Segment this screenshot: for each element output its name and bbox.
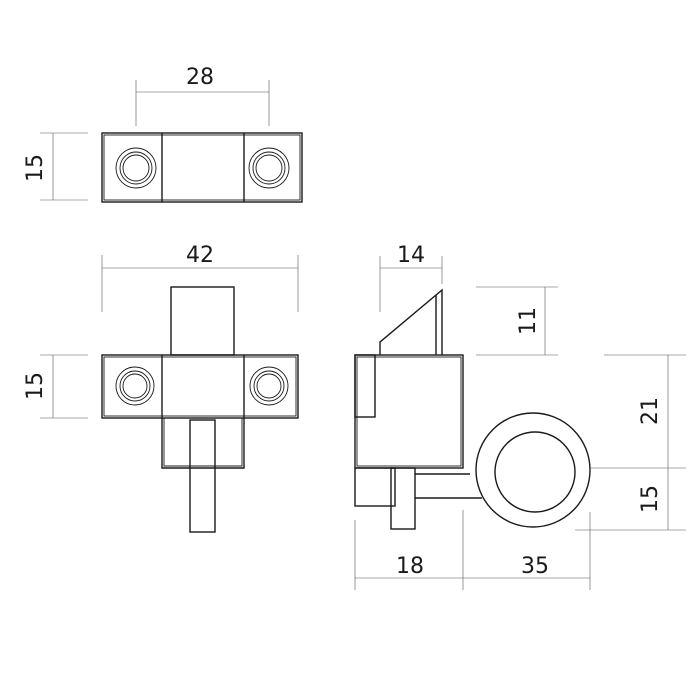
dimension-side-catch-width: 14: [379, 243, 443, 312]
top-view-outline: [101, 132, 303, 203]
top-view-outline-inner: [103, 134, 301, 201]
dimension-side-catch-height-label: 11: [516, 307, 541, 335]
front-view-body-lower: [161, 418, 245, 469]
dimension-top-width: 28: [135, 65, 270, 126]
top-view-screw-hole-right: [248, 147, 290, 189]
side-view-base-block: [354, 467, 396, 507]
dimension-front-height: 15: [23, 354, 88, 419]
front-view: [101, 286, 299, 533]
dimension-side-ring-width: 35: [463, 512, 591, 590]
dimension-side-body-height-label: 21: [638, 397, 663, 425]
dimension-front-width: 42: [101, 243, 299, 312]
dimension-side-body-width: 18: [354, 510, 464, 590]
side-view-plate: [354, 354, 376, 418]
side-view-catch: [379, 288, 443, 355]
front-view-outline-inner: [103, 356, 297, 417]
top-view-screw-hole-left: [115, 147, 157, 189]
dimension-top-height-label: 15: [23, 154, 48, 182]
dimension-side-ring-width-label: 35: [521, 554, 549, 579]
dimension-top-width-label: 28: [186, 65, 214, 90]
dimension-top-height: 15: [23, 132, 88, 201]
top-view: [101, 132, 303, 203]
front-view-lever: [189, 419, 216, 533]
dimension-front-height-label: 15: [23, 372, 48, 400]
side-view-ring-arm: [415, 473, 482, 499]
front-view-outline: [101, 354, 299, 419]
side-view-body: [354, 354, 464, 469]
side-view-ring-inner: [494, 431, 576, 513]
dimension-side-ring-height: 15: [575, 468, 686, 531]
dimension-side-ring-height-label: 15: [638, 485, 663, 513]
dimension-side-body-width-label: 18: [396, 554, 424, 579]
side-view: [354, 288, 591, 530]
front-view-knob: [170, 286, 235, 356]
dimension-side-catch-height: 11: [476, 286, 558, 356]
front-view-screw-hole-right: [249, 366, 289, 406]
dimension-side-body-height: 21: [590, 354, 686, 469]
side-view-ring-outer: [475, 412, 591, 528]
front-view-screw-hole-left: [115, 366, 155, 406]
dimension-side-catch-width-label: 14: [397, 243, 425, 268]
dimension-front-width-label: 42: [186, 243, 214, 268]
